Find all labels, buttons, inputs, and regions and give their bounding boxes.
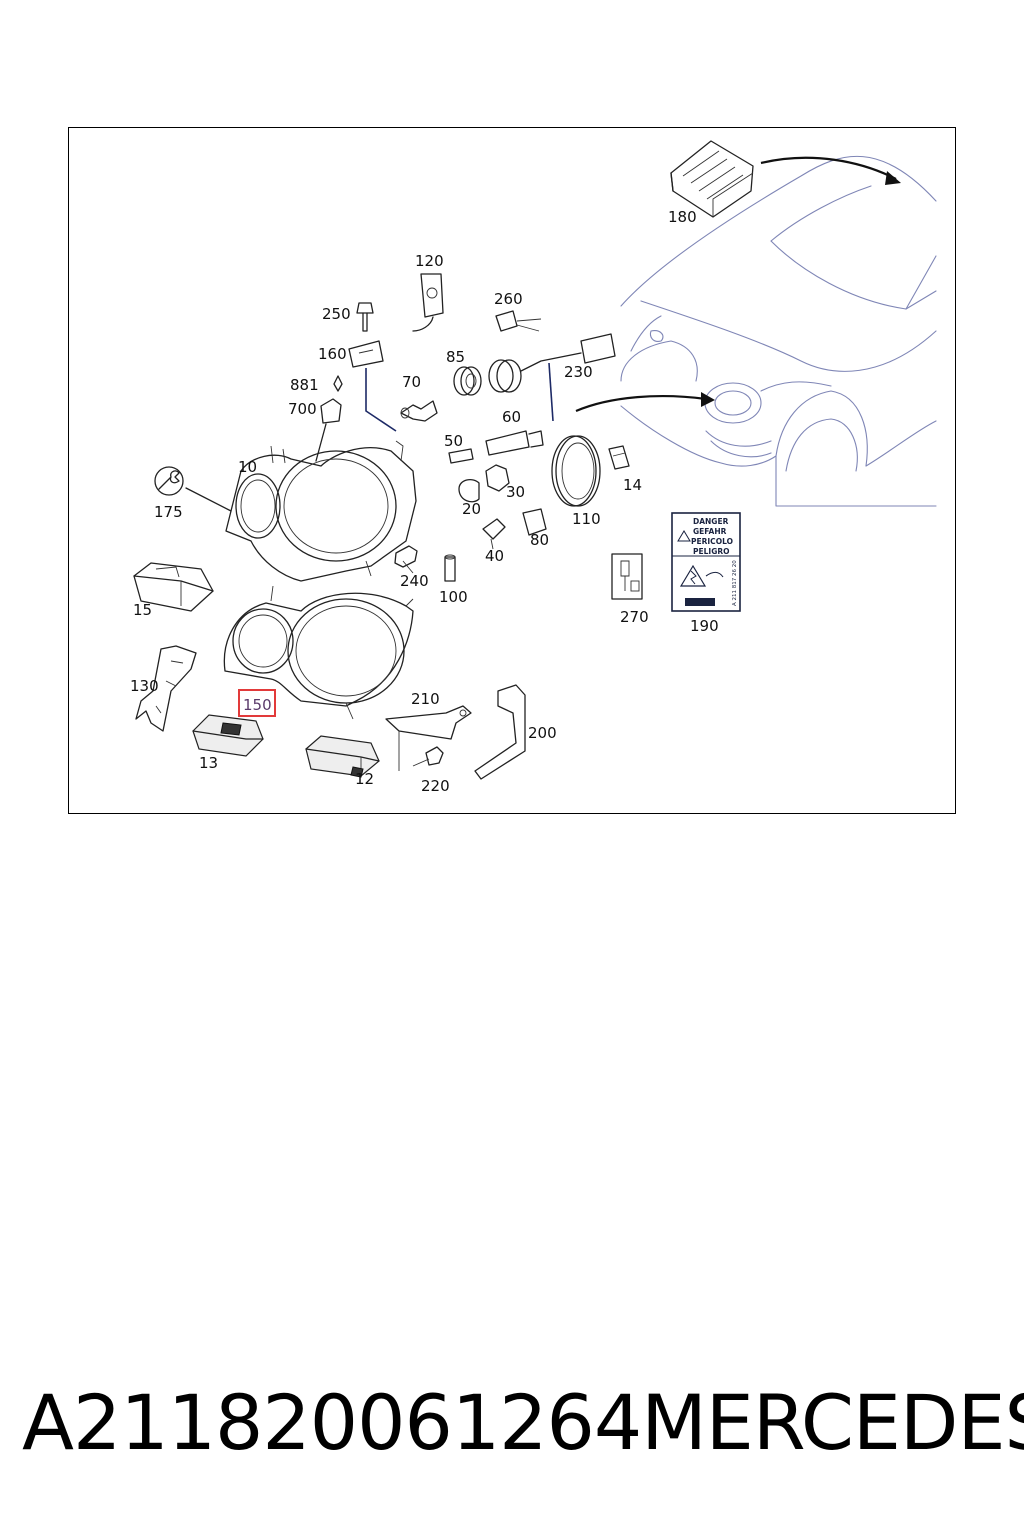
part-130-bracket (135, 645, 197, 732)
part-13-ballast (192, 714, 264, 757)
part-50-bulb (448, 448, 474, 464)
callout-30: 30 (506, 483, 525, 501)
callout-240: 240 (400, 572, 429, 590)
callout-80: 80 (530, 531, 549, 549)
part-220-screw (412, 746, 444, 767)
part-240-screw (394, 545, 418, 574)
headlamp-exploded-diagram: DANGER GEFAHR PERICOLO PELIGRO A 211 817… (130, 140, 937, 795)
callout-260: 260 (494, 290, 523, 308)
callout-190: 190 (690, 617, 719, 635)
part-700-bracket (320, 398, 342, 424)
part-12-ballast (305, 735, 380, 778)
part-10-headlamp-housing (225, 440, 417, 582)
part-120-bracket (412, 273, 444, 332)
arrow-to-headlamp (575, 395, 707, 413)
callout-210: 210 (411, 690, 440, 708)
part-70-bulb (400, 400, 438, 422)
callout-60: 60 (502, 408, 521, 426)
part-200-bracket (474, 684, 526, 780)
callout-250: 250 (322, 305, 351, 323)
warning-line-2: GEFAHR (693, 527, 727, 536)
warning-line-4: PELIGRO (693, 547, 730, 556)
callout-175: 175 (154, 503, 183, 521)
brand-name: MERCEDES (641, 1377, 1024, 1467)
parts-diagram-frame: DANGER GEFAHR PERICOLO PELIGRO A 211 817… (68, 127, 956, 814)
callout-labels: 180 120 260 250 160 85 230 881 70 700 60… (130, 208, 719, 795)
callout-50: 50 (444, 432, 463, 450)
callout-120: 120 (415, 252, 444, 270)
part-14-clip (608, 445, 630, 470)
callout-881: 881 (290, 376, 319, 394)
callout-160: 160 (318, 345, 347, 363)
part-15-module (133, 562, 214, 612)
arrow-to-car-roof (760, 156, 897, 180)
part-250-screw (356, 302, 374, 332)
callout-200: 200 (528, 724, 557, 742)
part-110-ring (551, 435, 601, 507)
callout-110: 110 (572, 510, 601, 528)
callout-230: 230 (564, 363, 593, 381)
callout-85: 85 (446, 348, 465, 366)
callout-12: 12 (355, 770, 374, 788)
warning-label-code: A 211 817 26 20 (732, 560, 738, 606)
part-20-bulb (458, 478, 480, 503)
callout-20: 20 (462, 500, 481, 518)
part-230-wire-harness (488, 333, 616, 422)
callout-100: 100 (439, 588, 468, 606)
product-caption: A211820061264 MERCEDES (22, 1372, 1024, 1472)
part-160-clip (348, 340, 384, 368)
part-210-bracket (385, 705, 472, 771)
part-260-connector (495, 310, 542, 332)
part-150-frame (223, 585, 414, 720)
part-190-warning-label: DANGER GEFAHR PERICOLO PELIGRO A 211 817… (671, 512, 741, 612)
highlight-box-150 (238, 689, 276, 717)
part-175-tool-icon (154, 466, 184, 496)
part-270-sticker (611, 553, 643, 600)
callout-10: 10 (238, 458, 257, 476)
part-85-socket (453, 366, 482, 396)
part-180-control-unit (670, 140, 754, 218)
wire-160-to-lamp (365, 368, 397, 432)
callout-150: 150 (243, 696, 272, 714)
callout-14: 14 (623, 476, 642, 494)
warning-line-3: PERICOLO (691, 537, 733, 546)
part-100-pin (444, 554, 456, 582)
callout-13: 13 (199, 754, 218, 772)
callout-180: 180 (668, 208, 697, 226)
part-30-socket (485, 464, 510, 492)
part-80-cap (522, 508, 547, 536)
part-881-clip (333, 375, 343, 392)
callout-270: 270 (620, 608, 649, 626)
part-40-bulb (482, 518, 506, 550)
callout-40: 40 (485, 547, 504, 565)
callout-220: 220 (421, 777, 450, 795)
callout-130: 130 (130, 677, 159, 695)
part-60-bulb (485, 430, 544, 456)
part-number: A211820061264 (22, 1377, 642, 1467)
callout-700: 700 (288, 400, 317, 418)
warning-line-1: DANGER (693, 517, 729, 526)
car-outline-illustration (620, 155, 937, 507)
callout-15: 15 (133, 601, 152, 619)
callout-70: 70 (402, 373, 421, 391)
